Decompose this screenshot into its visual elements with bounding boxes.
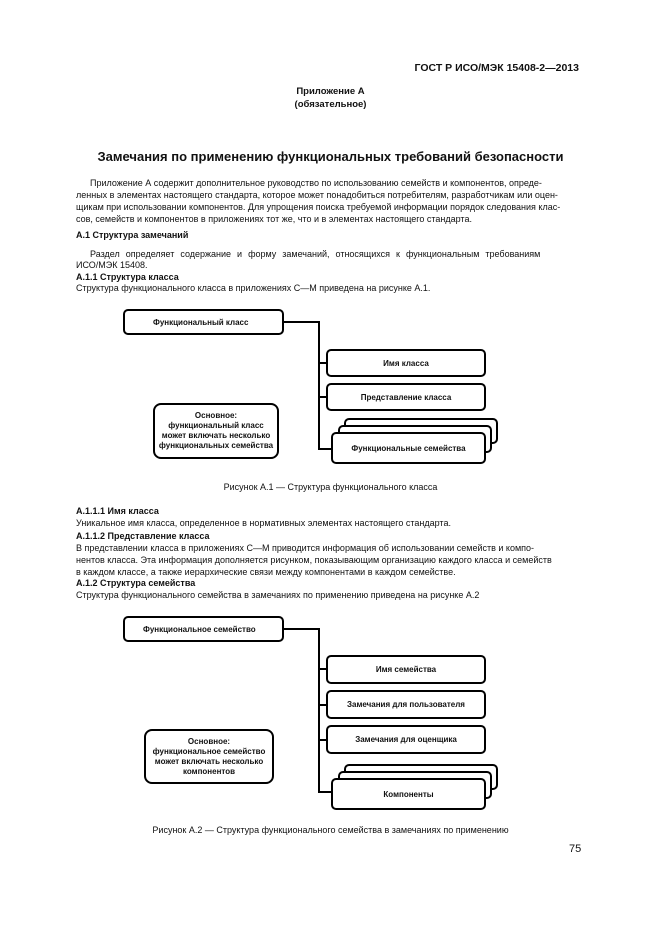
section-heading-a1: А.1 Структура замечаний: [76, 230, 189, 240]
page-number: 75: [569, 843, 582, 855]
fig2-item-label: Замечания для пользователя: [347, 700, 465, 709]
intro-line: щикам при использовании компонентов. Для…: [76, 202, 561, 212]
appendix-status: (обязательное): [294, 99, 367, 110]
section-heading-a112: А.1.1.2 Представление класса: [76, 531, 210, 541]
section-title: Замечания по применению функциональных т…: [97, 149, 564, 164]
intro-line: сов, семейств и компонентов в приложения…: [76, 214, 472, 224]
fig1-caption: Рисунок А.1 — Структура функционального …: [223, 482, 438, 492]
fig2-item-box: Компоненты: [331, 778, 486, 810]
a112-text-line: В представлении класса в приложениях С—М…: [76, 543, 535, 553]
fig1-item-box: Имя класса: [326, 349, 486, 377]
fig2-caption: Рисунок А.2 — Структура функционального …: [152, 825, 509, 835]
fig2-connector: [318, 668, 326, 670]
fig2-item-box: Замечания для пользователя: [326, 690, 486, 719]
fig2-root-box: Функциональное семейство: [123, 616, 284, 642]
fig1-connector: [318, 448, 332, 450]
fig1-item-box: Функциональные семейства: [331, 432, 486, 464]
fig2-item-box: Замечания для оценщика: [326, 725, 486, 754]
a112-text-line: в каждом классе, а также иерархические с…: [76, 567, 456, 577]
fig1-item-label: Имя класса: [383, 358, 429, 368]
appendix-title: Приложение А: [296, 86, 365, 97]
intro-line: ленных в элементах настоящего стандарта,…: [76, 190, 558, 200]
fig1-connector: [284, 321, 320, 323]
fig2-connector: [318, 704, 326, 706]
fig2-item-label: Замечания для оценщика: [355, 735, 457, 744]
fig2-connector: [318, 739, 326, 741]
fig1-root-label: Функциональный класс: [153, 317, 249, 327]
a111-text: Уникальное имя класса, определенное в но…: [76, 518, 451, 528]
a1-text-line: Раздел определяет содержание и форму зам…: [90, 249, 541, 259]
fig1-item-label: Представление класса: [360, 392, 452, 402]
fig1-connector: [318, 396, 326, 398]
fig2-note: Основное: функциональное семейство может…: [144, 729, 274, 784]
section-heading-a12: А.1.2 Структура семейства: [76, 578, 196, 588]
fig1-note: Основное: функциональный класс может вкл…: [153, 403, 279, 459]
fig2-note-text: Основное: функциональное семейство может…: [152, 736, 266, 776]
a112-text-line: нентов класса. Эта информация дополняетс…: [76, 555, 552, 565]
a11-text: Структура функционального класса в прило…: [76, 283, 431, 293]
fig2-item-box: Имя семейства: [326, 655, 486, 684]
section-heading-a11: А.1.1 Структура класса: [76, 272, 179, 282]
fig1-note-text: Основное: функциональный класс может вкл…: [158, 411, 274, 450]
fig2-item-label: Компоненты: [383, 789, 434, 799]
fig2-connector: [318, 791, 332, 793]
fig2-trunk: [318, 628, 320, 792]
intro-line: Приложение А содержит дополнительное рук…: [90, 178, 542, 188]
fig2-connector: [284, 628, 320, 630]
a1-text-line: ИСО/МЭК 15408.: [76, 260, 148, 270]
fig1-root-box: Функциональный класс: [123, 309, 284, 335]
section-heading-a111: А.1.1.1 Имя класса: [76, 506, 159, 516]
fig1-connector: [318, 362, 326, 364]
fig2-item-label: Имя семейства: [375, 665, 437, 674]
fig1-item-box: Представление класса: [326, 383, 486, 411]
fig1-trunk: [318, 321, 320, 449]
a12-text: Структура функционального семейства в за…: [76, 590, 480, 600]
document-header: ГОСТ Р ИСО/МЭК 15408-2—2013: [414, 62, 579, 74]
fig1-item-label: Функциональные семейства: [351, 443, 466, 453]
fig2-root-label: Функциональное семейство: [143, 624, 256, 634]
